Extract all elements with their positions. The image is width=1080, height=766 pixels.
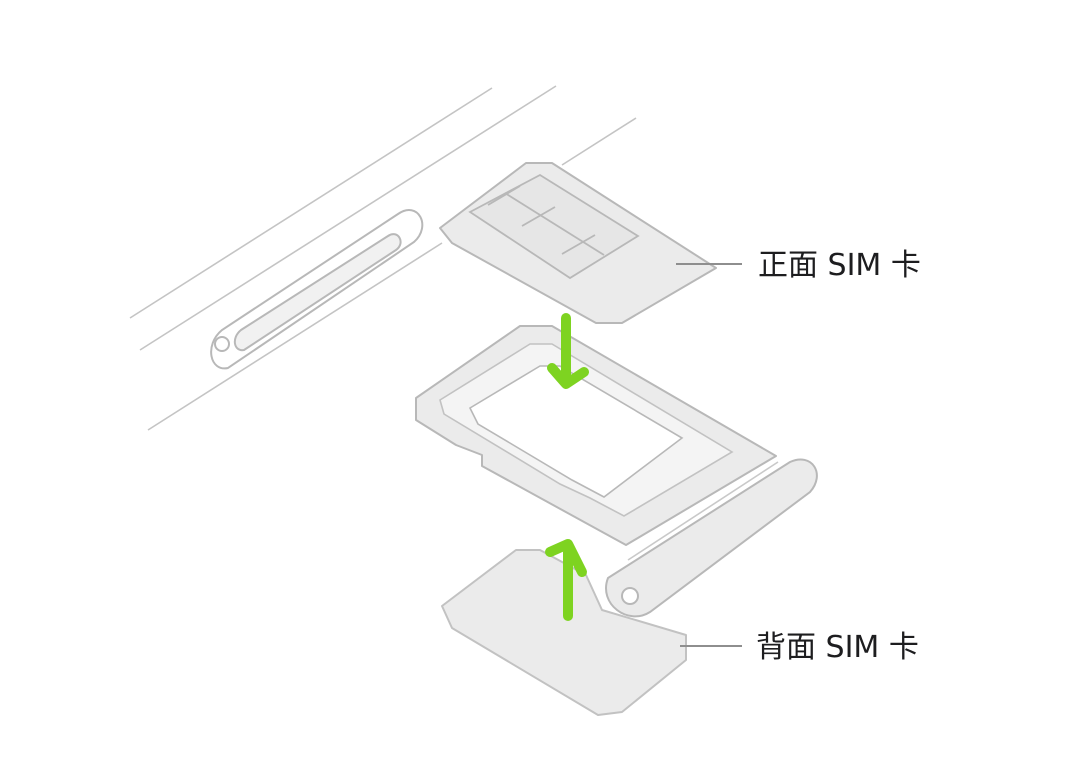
sim-slot (211, 210, 422, 368)
back-sim-label: 背面 SIM 卡 (756, 630, 919, 665)
sim-tray (416, 326, 817, 616)
front-sim-label: 正面 SIM 卡 (758, 248, 921, 283)
eject-hole (622, 588, 638, 604)
front-sim-card (440, 163, 716, 323)
